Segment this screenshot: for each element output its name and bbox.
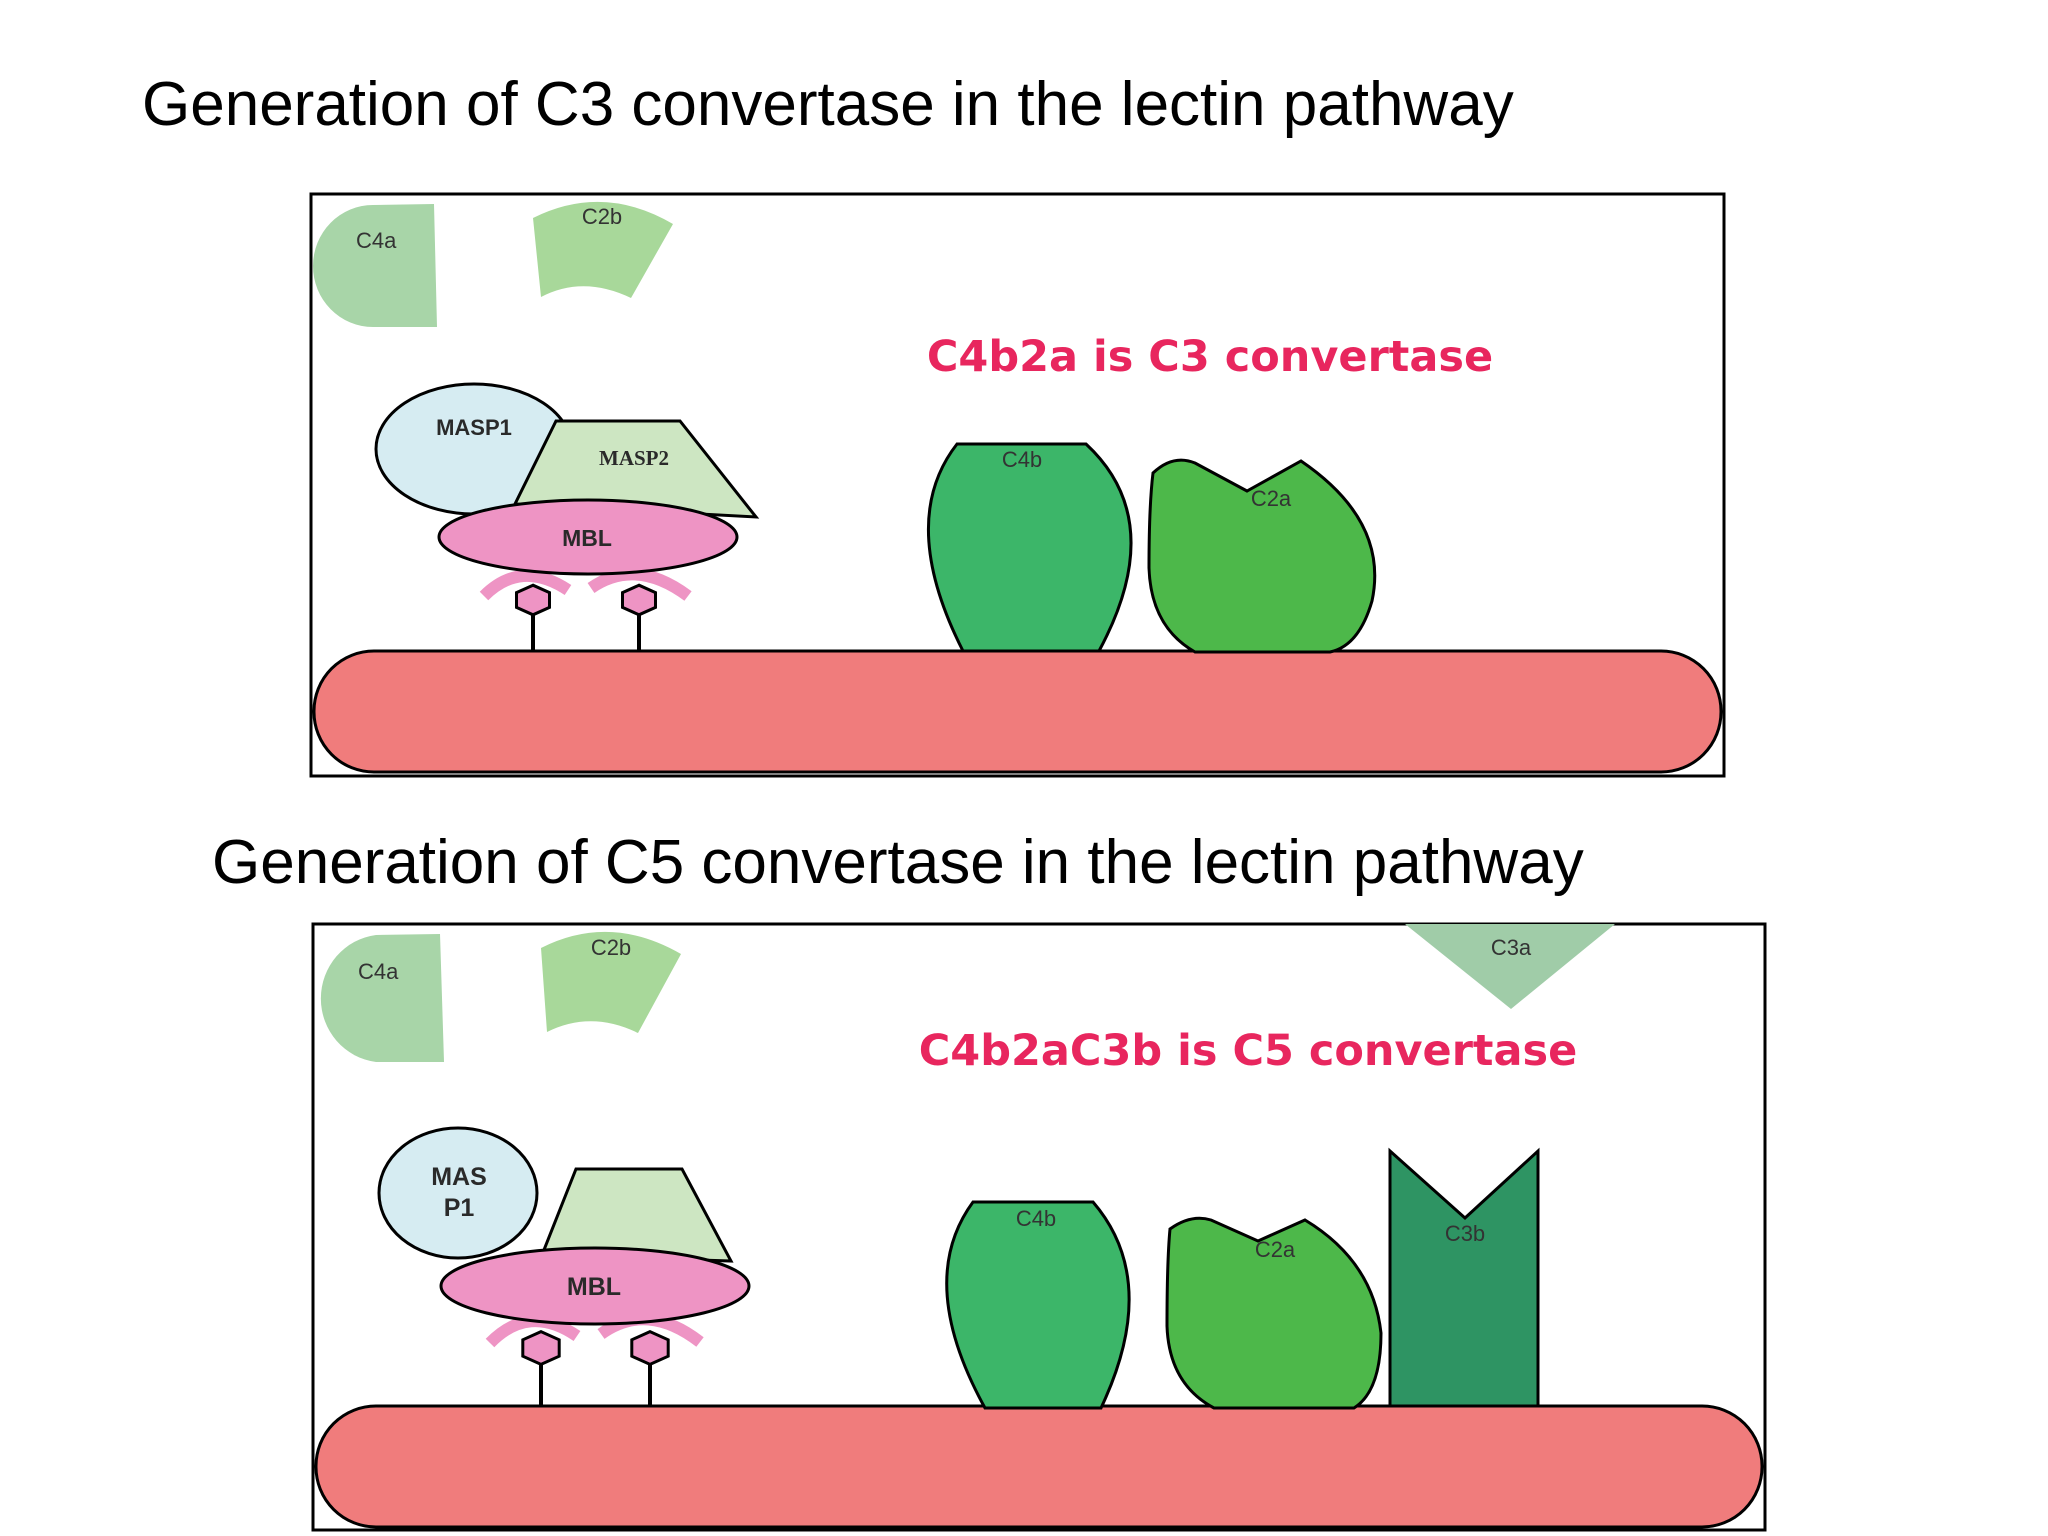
mbl-shape	[437, 498, 739, 576]
panel2-title: Generation of C5 convertase in the lecti…	[212, 828, 1584, 897]
cell-membrane-2	[314, 1404, 1764, 1529]
masp1-label-line2: P1	[444, 1194, 475, 1222]
mbl-arm	[587, 568, 692, 601]
masp2-shape	[512, 419, 760, 519]
c2b-label: C2b	[591, 935, 631, 960]
c2a-label: C2a	[1251, 486, 1292, 511]
c4a-fragment: C4a	[313, 204, 437, 327]
masp2-shape	[539, 1167, 734, 1263]
c2a-shape	[1147, 458, 1377, 654]
c2b-fragment-2: C2b	[541, 931, 681, 1033]
c2a-shape	[1165, 1216, 1383, 1410]
c4b-label: C4b	[1002, 447, 1042, 472]
mbl-shape	[439, 1246, 751, 1326]
c3b: C3b	[1388, 1147, 1540, 1408]
c2b-shape	[533, 201, 673, 298]
masp1: MASP1	[374, 382, 574, 516]
c3b-label: C3b	[1445, 1221, 1485, 1246]
c2a: C2a	[1147, 458, 1377, 654]
masp2: MASP2	[512, 419, 760, 519]
mbl-arm	[479, 569, 572, 601]
masp1-label-line1: MAS	[431, 1163, 487, 1191]
c4b: C4b	[927, 442, 1133, 653]
masp2-label: MASP2	[599, 446, 669, 470]
carbohydrate-ligands-2	[521, 1329, 670, 1407]
c4a-label: C4a	[358, 959, 399, 984]
c2a-2: C2a	[1165, 1216, 1383, 1410]
c4a-shape	[313, 204, 437, 327]
c3a-fragment: C3a	[1405, 924, 1615, 1009]
sugar-hexagon	[630, 1329, 670, 1367]
c4b-label: C4b	[1016, 1206, 1056, 1231]
masp1-shape	[377, 1126, 539, 1260]
sugar-hexagon	[521, 1329, 561, 1367]
mbl: MBL	[437, 498, 739, 576]
c2a-label: C2a	[1255, 1237, 1296, 1262]
sugar-hexagon	[515, 583, 551, 617]
c2b-fragment: C2b	[533, 201, 673, 298]
carbohydrate-ligands	[515, 583, 657, 652]
cell-membrane	[312, 649, 1723, 774]
c4b-2: C4b	[945, 1200, 1131, 1410]
mbl-label: MBL	[567, 1273, 621, 1301]
masp1-2: MAS P1	[377, 1126, 539, 1260]
mbl-label: MBL	[562, 525, 612, 551]
c3b-shape	[1388, 1147, 1540, 1408]
c5-convertase-statement: C4b2aC3b is C5 convertase	[919, 1026, 1578, 1076]
mbl-arms	[479, 568, 692, 601]
c4b-shape	[945, 1200, 1131, 1410]
c4a-shape	[320, 934, 444, 1062]
c3-convertase-statement: C4b2a is C3 convertase	[927, 332, 1493, 382]
masp1-label: MASP1	[436, 415, 512, 440]
c2b-label: C2b	[582, 204, 622, 229]
c2b-shape	[541, 931, 681, 1033]
c4a-label: C4a	[356, 228, 397, 253]
c3a-label: C3a	[1491, 935, 1532, 960]
c3a-shape	[1405, 924, 1615, 1009]
c4b-shape	[927, 442, 1133, 653]
panel1-title: Generation of C3 convertase in the lecti…	[142, 70, 1514, 139]
mbl-2: MBL	[439, 1246, 751, 1326]
sugar-hexagon	[621, 583, 657, 617]
c4a-fragment-2: C4a	[320, 934, 444, 1062]
